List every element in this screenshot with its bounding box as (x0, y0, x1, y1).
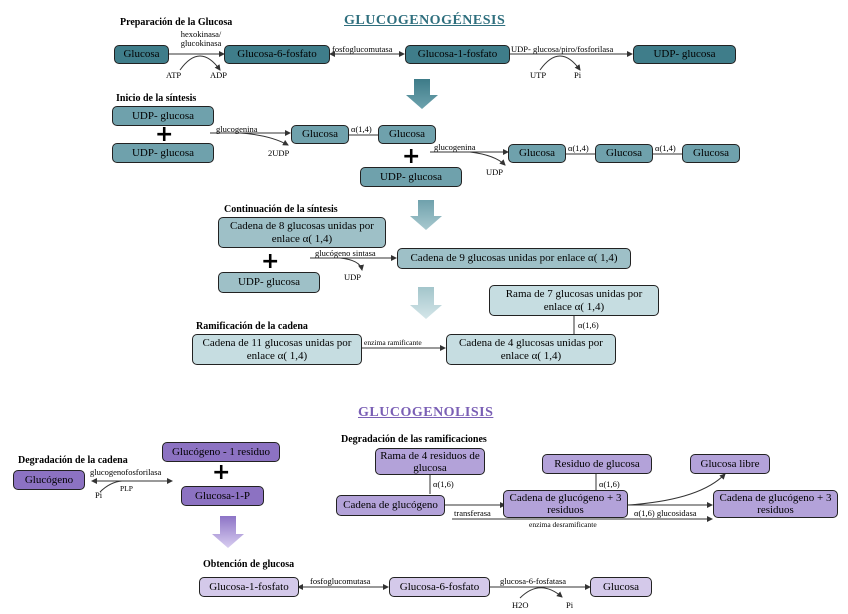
box-glucosa-c: Glucosa (508, 144, 566, 163)
heading-preparacion: Preparación de la Glucosa (120, 17, 233, 28)
label-h2o: H2O (512, 600, 529, 610)
box-udp-glucosa-1: UDP- glucosa (112, 106, 214, 126)
label-glucosidasa: α(1,6) glucosidasa (634, 508, 697, 518)
label-glucogenina-1: glucogenina (216, 124, 258, 134)
box-glucosa-d: Glucosa (595, 144, 653, 163)
arrow-2udp (239, 132, 289, 146)
label-plp: PLP (120, 484, 133, 493)
plus-icon: + (402, 144, 421, 169)
stage-arrow-1 (406, 79, 438, 109)
label-fosfoglucomutasa-2: fosfoglucomutasa (310, 576, 371, 586)
box-cadena-glucogeno: Cadena de glucógeno (336, 495, 445, 516)
label-glucogeno-sintasa: glucógeno sintasa (315, 248, 376, 258)
label-transferasa: transferasa (454, 508, 491, 518)
box-glucosa-e: Glucosa (682, 144, 740, 163)
box-glucogeno-1-residuo: Glucógeno - 1 residuo (162, 442, 280, 462)
stage-arrow-4 (212, 516, 244, 548)
label-enzima-ramificante: enzima ramificante (364, 338, 422, 347)
box-glucosa: Glucosa (114, 45, 169, 64)
heading-degradacion-cadena: Degradación de la cadena (18, 455, 128, 466)
heading-degradacion-ramificaciones: Degradación de las ramificaciones (341, 434, 487, 445)
box-cadena-11: Cadena de 11 glucosas unidas por enlace … (192, 334, 362, 365)
arrow-h2o-pi (519, 587, 563, 599)
box-glucosa-1-p: Glucosa-1-P (181, 486, 264, 506)
box-udp-glucosa-2: UDP- glucosa (112, 143, 214, 163)
box-glucosa-1-fosfato-2: Glucosa-1-fosfato (199, 577, 299, 597)
box-residuo-glucosa: Residuo de glucosa (542, 454, 652, 474)
plus-icon: + (212, 460, 231, 485)
arrow-udp-out (339, 257, 364, 271)
label-udp-pirofosforilasa: UDP- glucosa/piro/fosforilasa (511, 44, 614, 54)
box-cadena-glucogeno-3-residuos: Cadena de glucógeno + 3 residuos (503, 490, 628, 518)
arrow-glucosa-libre (627, 473, 726, 506)
label-fosfoglucomutasa: fosfoglucomutasa (332, 44, 393, 54)
label-bond-1: α(1,4) (351, 124, 372, 134)
box-glucosa-b: Glucosa (378, 125, 436, 144)
box-udp-glucosa: UDP- glucosa (633, 45, 736, 64)
arrow-atp-adp (179, 55, 221, 71)
label-2udp: 2UDP (268, 148, 290, 158)
box-udp-glucosa-3: UDP- glucosa (360, 167, 462, 187)
box-glucosa-final: Glucosa (590, 577, 652, 597)
label-bond-2: α(1,4) (568, 143, 589, 153)
box-glucosa-1-fosfato: Glucosa-1-fosfato (405, 45, 510, 64)
label-udp: UDP (486, 167, 504, 177)
label-glucogenina-2: glucogenina (434, 142, 476, 152)
arrow-pi-plp (99, 480, 123, 493)
box-rama-7: Rama de 7 glucosas unidas por enlace α( … (489, 285, 659, 316)
arrow-udp (469, 151, 506, 166)
box-rama-4-residuos: Rama de 4 residuos de glucosa (375, 448, 485, 475)
plus-icon: + (155, 122, 174, 147)
label-atp: ATP (166, 70, 182, 80)
label-glucosa-6-fosfatasa: glucosa-6-fosfatasa (500, 576, 567, 586)
title-glucogenesis: GLUCOGENOGÉNESIS (344, 13, 506, 28)
heading-ramificacion: Ramificación de la cadena (196, 321, 308, 332)
label-utp: UTP (530, 70, 547, 80)
label-pi: Pi (574, 70, 582, 80)
box-cadena-9: Cadena de 9 glucosas unidas por enlace α… (397, 248, 631, 269)
label-bond-rama: α(1,6) (433, 479, 454, 489)
box-cadena-glucogeno-final: Cadena de glucógeno + 3 residuos (713, 490, 838, 518)
label-bond-residuo: α(1,6) (599, 479, 620, 489)
box-glucosa-libre: Glucosa libre (690, 454, 770, 474)
stage-arrow-3 (410, 287, 442, 319)
heading-continuacion: Continuación de la síntesis (224, 204, 338, 215)
heading-obtencion: Obtención de glucosa (203, 559, 295, 570)
box-glucosa-a: Glucosa (291, 125, 349, 144)
label-udp-out: UDP (344, 272, 362, 282)
label-glucogenofosforilasa: glucogenofosforilasa (90, 467, 162, 477)
box-cadena-4: Cadena de 4 glucosas unidas por enlace α… (446, 334, 616, 365)
label-pi-out: Pi (566, 600, 574, 610)
box-udp-glucosa-4: UDP- glucosa (218, 272, 320, 293)
label-adp: ADP (210, 70, 228, 80)
box-cadena-8: Cadena de 8 glucosas unidas por enlace α… (218, 217, 386, 248)
label-enzima-desramificante: enzima desramificante (529, 520, 597, 529)
label-bond-3: α(1,4) (655, 143, 676, 153)
arrow-utp-pi (539, 55, 581, 71)
heading-inicio: Inicio de la síntesis (116, 93, 197, 104)
box-glucosa-6-fosfato: Glucosa-6-fosfato (224, 45, 330, 64)
box-glucogeno: Glucógeno (13, 470, 85, 490)
title-glucogenolisis: GLUCOGENOLISIS (358, 405, 494, 420)
label-hexokinasa: hexokinasa/ glucokinasa (180, 29, 222, 48)
stage-arrow-2 (410, 200, 442, 230)
label-pi-in: Pi (95, 490, 103, 500)
label-bond-alpha16: α(1,6) (578, 320, 599, 330)
plus-icon: + (261, 249, 280, 274)
box-glucosa-6-fosfato-2: Glucosa-6-fosfato (389, 577, 490, 597)
